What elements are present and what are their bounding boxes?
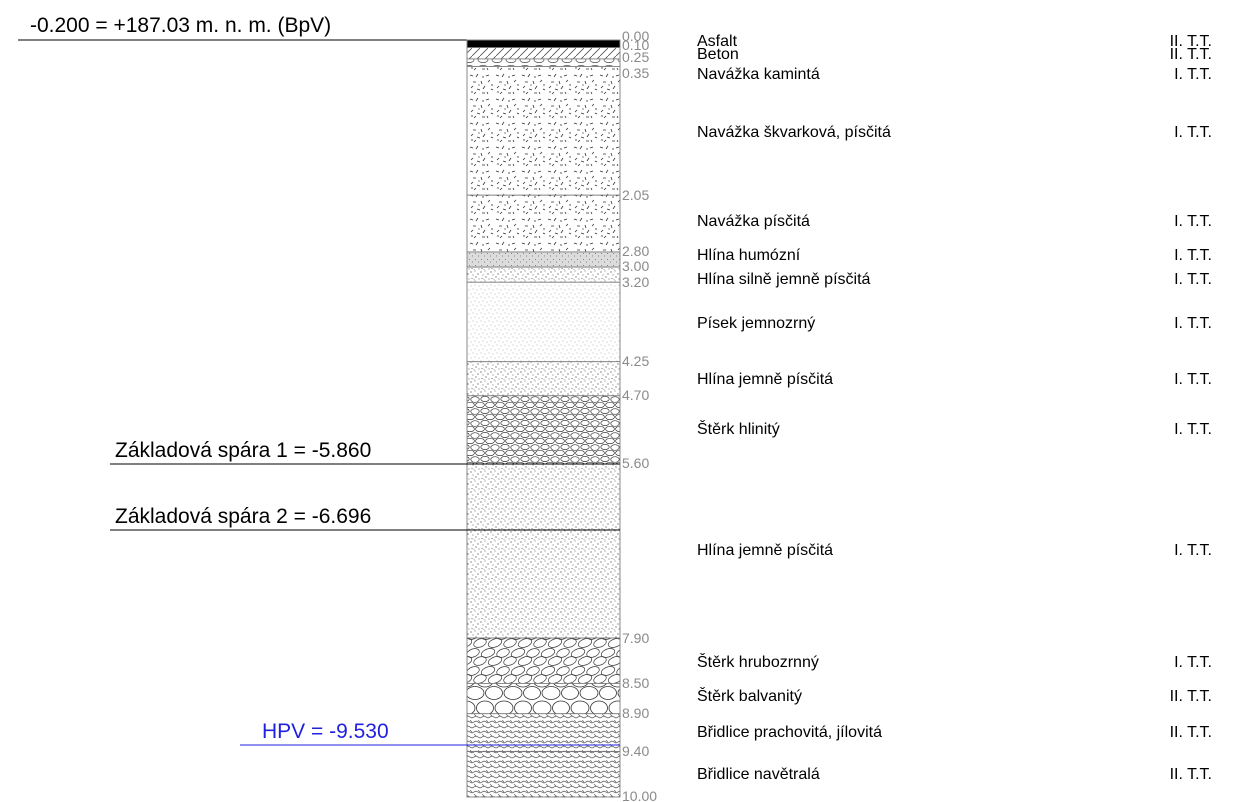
layer-name: Štěrk hlinitý	[697, 419, 780, 438]
soil-layer-11	[466, 463, 621, 639]
soil-layer-6	[466, 251, 621, 268]
layer-name: Navážka škvarková, písčitá	[697, 124, 891, 141]
soil-layer-7	[466, 266, 621, 283]
depth-tick-label: 7.90	[622, 630, 649, 646]
depth-tick-label: 8.50	[622, 675, 649, 691]
layer-class: I. T.T.	[1174, 213, 1212, 230]
layer-name: Písek jemnozrný	[697, 315, 815, 332]
foundation-label-2: Základová spára 2 = -6.696	[115, 505, 371, 528]
soil-layer-4	[466, 66, 621, 196]
layer-class: I. T.T.	[1174, 654, 1212, 671]
water-level-label: HPV = -9.530	[262, 720, 389, 743]
layer-name: Hlína silně jemně písčitá	[697, 271, 871, 288]
layer-class: II. T.T.	[1170, 46, 1212, 63]
depth-tick-label: 2.80	[622, 243, 649, 259]
layer-name: Hlína humózní	[697, 247, 801, 264]
foundation-label-1: Základová spára 1 = -5.860	[115, 439, 371, 462]
depth-tick-label: 4.70	[622, 387, 649, 403]
layer-class: II. T.T.	[1170, 724, 1212, 741]
soil-layer-10	[466, 395, 621, 465]
layer-class: I. T.T.	[1174, 66, 1212, 83]
layer-name: Navážka písčitá	[697, 213, 810, 230]
depth-tick-label: 0.10	[622, 37, 649, 53]
soil-column-outline	[466, 39, 621, 798]
layer-name: Hlína jemně písčitá	[697, 542, 833, 559]
layer-name: Štěrk hrubozrnný	[697, 652, 819, 671]
depth-tick-label: 2.05	[622, 187, 649, 203]
layer-name: Břidlice prachovitá, jílovitá	[697, 724, 882, 741]
soil-layer-9	[466, 361, 621, 397]
layer-class: I. T.T.	[1174, 247, 1212, 264]
layer-class: I. T.T.	[1174, 315, 1212, 332]
soil-layer-8	[466, 281, 621, 363]
layer-name: Břidlice navětralá	[697, 766, 820, 783]
layer-name: Štěrk balvanitý	[697, 686, 802, 705]
depth-tick-label: 4.25	[622, 353, 649, 369]
layer-class: I. T.T.	[1174, 124, 1212, 141]
depth-tick-label: 3.20	[622, 274, 649, 290]
layer-name: Hlína jemně písčitá	[697, 371, 833, 388]
soil-layer-13	[466, 683, 621, 715]
soil-layer-3	[466, 58, 621, 67]
layer-class: II. T.T.	[1170, 766, 1212, 783]
soil-layer-14	[466, 713, 621, 752]
reference-level-label: -0.200 = +187.03 m. n. m. (BpV)	[30, 14, 331, 37]
layer-class: I. T.T.	[1174, 271, 1212, 288]
layer-class: II. T.T.	[1170, 688, 1212, 705]
depth-tick-label: 3.00	[622, 258, 649, 274]
layer-class: II. T.T.	[1170, 33, 1212, 50]
soil-layer-2	[466, 47, 621, 60]
soil-layer-5	[466, 194, 621, 253]
depth-tick-label: 0.35	[622, 65, 649, 81]
layer-class: I. T.T.	[1174, 371, 1212, 388]
depth-tick-label: 8.90	[622, 705, 649, 721]
depth-tick-label: 0.00	[622, 28, 649, 44]
soil-layer-12	[466, 637, 621, 684]
depth-tick-label: 0.25	[622, 49, 649, 65]
soil-column	[466, 39, 621, 798]
layer-class: I. T.T.	[1174, 421, 1212, 438]
depth-tick-label: 9.40	[622, 743, 649, 759]
soil-layer-1	[466, 39, 621, 48]
layer-name: Beton	[697, 46, 739, 63]
layer-class: I. T.T.	[1174, 542, 1212, 559]
depth-tick-label: 10.00	[622, 788, 657, 802]
depth-tick-label: 5.60	[622, 455, 649, 471]
layer-name: Navážka kamintá	[697, 66, 820, 83]
soil-layer-15	[466, 751, 621, 798]
depth-scale: 0.000.100.250.35 2.05 2.803.003.20 4.25 4.70…	[622, 28, 657, 802]
layer-name: Asfalt	[697, 33, 738, 50]
